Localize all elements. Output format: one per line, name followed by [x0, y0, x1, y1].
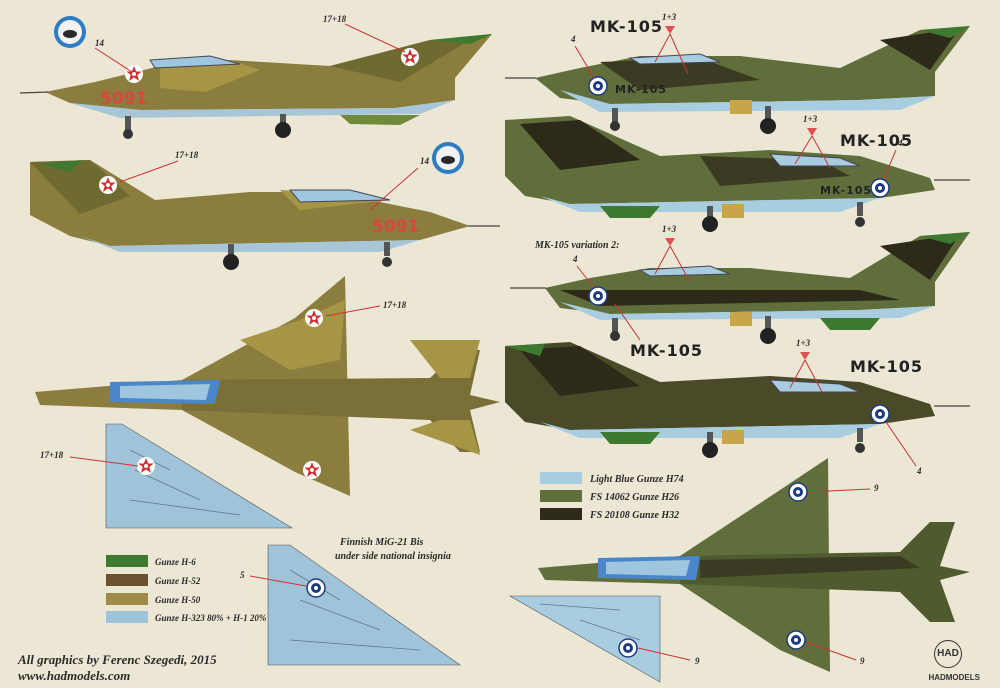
- mk105-profile-a: MK-105: [505, 26, 970, 134]
- mk105-profile-c: [510, 232, 970, 344]
- callout-4-a: 4: [570, 34, 576, 44]
- callout-17-18-d: 17+18: [40, 450, 64, 460]
- callout-4-d: 4: [916, 466, 922, 476]
- callout-9-c: 9: [695, 656, 700, 666]
- callout-1-3-a: 1+3: [662, 12, 677, 22]
- legend-right-1: FS 14062 Gunze H26: [589, 492, 679, 503]
- mk105-top-view: [538, 458, 970, 672]
- color-legend-right: Light Blue Gunze H74 FS 14062 Gunze H26 …: [540, 472, 684, 521]
- serial-hungarian-1: 5091: [100, 89, 147, 109]
- squadron-badge-icon: [54, 16, 86, 48]
- legend-left-0: Gunze H-6: [155, 557, 196, 567]
- finnish-note-line2: under side national insignia: [335, 551, 451, 562]
- finnish-note-line1: Finnish MiG-21 Bis: [339, 537, 423, 548]
- squadron-badge-icon: [432, 142, 464, 174]
- callout-5: 5: [240, 570, 245, 580]
- mk105-profile-d: [505, 342, 970, 458]
- author-credit: All graphics by Ferenc Szegedi, 2015: [18, 652, 217, 667]
- legend-left-3: Gunze H-323 80% + H-1 20%: [155, 613, 267, 623]
- mk105-profile-b: MK-105: [505, 116, 970, 232]
- mig21um-top-view: [35, 276, 500, 496]
- variation-2-label: MK-105 variation 2:: [534, 240, 619, 251]
- had-logo-icon: HAD: [934, 640, 962, 668]
- callout-14-b: 14: [420, 156, 430, 166]
- serial-finnish-a-label: MK-105: [590, 17, 663, 36]
- legend-right-2: FS 20108 Gunze H32: [589, 510, 679, 521]
- callout-1-3-d: 1+3: [796, 338, 811, 348]
- serial-finnish-c-label: MK-105: [630, 341, 703, 360]
- underside-wing-mk105: [508, 595, 661, 683]
- website-credit: www.hadmodels.com: [18, 668, 131, 683]
- underside-wing-finnish: [267, 544, 461, 666]
- mig21um-right-profile: 5091: [30, 160, 500, 270]
- callout-17-18-b: 17+18: [175, 150, 199, 160]
- callout-1-3-b: 1+3: [803, 114, 818, 124]
- serial-hungarian-2: 5091: [372, 217, 419, 237]
- callout-4-b: 4: [897, 138, 903, 148]
- legend-left-2: Gunze H-50: [155, 595, 201, 605]
- callout-9-a: 9: [874, 483, 879, 493]
- callout-1-3-c: 1+3: [662, 224, 677, 234]
- callout-17-18-c: 17+18: [383, 300, 407, 310]
- callout-17-18-a: 17+18: [323, 14, 347, 24]
- callout-9-b: 9: [860, 656, 865, 666]
- legend-left-1: Gunze H-52: [155, 576, 201, 586]
- serial-finnish-b-fuselage: MK-105: [820, 184, 872, 197]
- serial-finnish-b-label: MK-105: [840, 131, 913, 150]
- serial-finnish-d-label: MK-105: [850, 357, 923, 376]
- mig21um-left-profile: 5091: [19, 34, 492, 139]
- callout-4-c: 4: [572, 254, 578, 264]
- callout-14-a: 14: [95, 38, 105, 48]
- brand-name: HADMODELS: [928, 673, 980, 682]
- serial-finnish-a-fuselage: MK-105: [615, 83, 667, 96]
- underside-wing-hungarian: [105, 423, 294, 529]
- legend-right-0: Light Blue Gunze H74: [589, 474, 684, 485]
- color-legend-left: Gunze H-6 Gunze H-52 Gunze H-50 Gunze H-…: [106, 555, 267, 623]
